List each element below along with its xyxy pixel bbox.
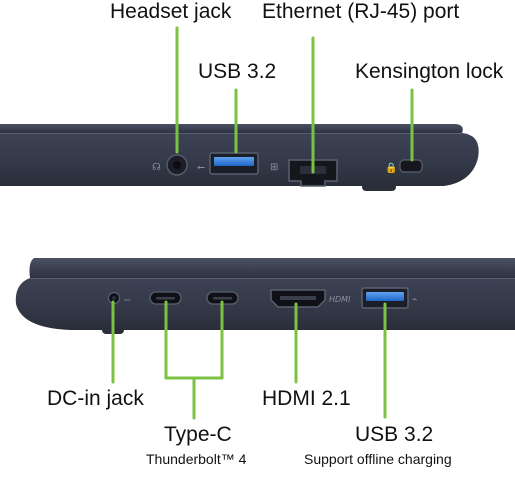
label-kensington-lock: Kensington lock bbox=[355, 60, 504, 83]
label-headset-jack: Headset jack bbox=[110, 0, 232, 23]
label-hdmi: HDMI 2.1 bbox=[262, 387, 351, 410]
headset-symbol-icon: ☊ bbox=[152, 162, 161, 173]
hdmi-logo: HDMI bbox=[329, 295, 351, 304]
lock-symbol-icon: 🔒 bbox=[385, 162, 397, 174]
type-c-port-1 bbox=[149, 291, 182, 305]
top-foot bbox=[362, 183, 396, 191]
usb-port-bottom: ⌁ bbox=[361, 287, 417, 309]
network-symbol-icon: ⊞ bbox=[270, 162, 278, 173]
label-type-c-sub: Thunderbolt™ 4 bbox=[146, 451, 247, 467]
usb-port-top: ⭠ bbox=[197, 152, 259, 175]
charging-symbol-icon: ⌁ bbox=[412, 295, 417, 305]
usb-symbol-icon: ⭠ bbox=[197, 162, 205, 173]
hdmi-port: HDMI bbox=[270, 289, 351, 308]
bottom-base bbox=[15, 278, 515, 330]
top-lid bbox=[0, 124, 463, 133]
bottom-lid bbox=[29, 258, 515, 278]
headset-jack-port: ☊ bbox=[152, 154, 188, 176]
top-callouts bbox=[175, 26, 414, 174]
kensington-lock-slot: 🔒 bbox=[385, 159, 423, 174]
bottom-callouts bbox=[111, 300, 387, 420]
label-usb32-top: USB 3.2 bbox=[198, 60, 277, 83]
dc-symbol-icon: ⎓ bbox=[124, 295, 131, 304]
label-ethernet-port: Ethernet (RJ-45) port bbox=[262, 0, 460, 23]
label-usb32-bottom-sub: Support offline charging bbox=[304, 451, 452, 467]
label-type-c: Type-C bbox=[164, 423, 232, 446]
label-dc-in-jack: DC-in jack bbox=[47, 387, 144, 410]
bottom-laptop-side bbox=[15, 258, 515, 334]
label-usb32-bottom: USB 3.2 bbox=[355, 423, 434, 446]
